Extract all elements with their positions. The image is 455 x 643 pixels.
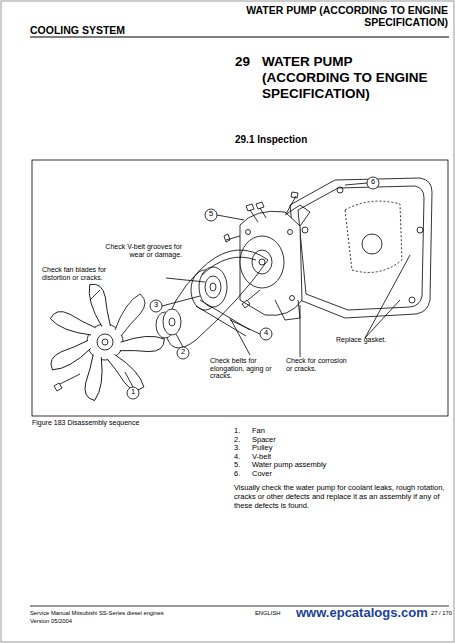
section-number: 29 (235, 54, 259, 70)
list-number: 6. (234, 470, 248, 479)
section-heading: WATER PUMP (ACCORDING TO ENGINE SPECIFIC… (262, 54, 442, 103)
list-item: Water pump assembly (252, 461, 392, 470)
list-number: 4. (234, 453, 248, 462)
footer-text: Version 05/2004 (30, 618, 150, 625)
callout-number: 3 (150, 301, 162, 310)
list-number: 2. (234, 436, 248, 445)
list-item: Fan (252, 427, 392, 436)
callout-number: 1 (127, 388, 139, 397)
list-number: 5. (234, 461, 248, 470)
watermark: www.epcatalogs.com (296, 606, 430, 621)
inspection-note: Check for corrosion or cracks. (286, 357, 352, 372)
callout-number: 2 (177, 348, 189, 357)
list-item: Pulley (252, 444, 392, 453)
callout-number: 4 (260, 329, 272, 338)
subsection-heading: 29.1 Inspection (235, 134, 385, 146)
page-number: 27 / 170 (418, 610, 452, 617)
header-text: COOLING SYSTEM (30, 24, 180, 36)
list-number: 1. (234, 427, 248, 436)
body-paragraph: Visually check the water pump for coolan… (234, 483, 446, 510)
list-item: V-belt (252, 453, 392, 462)
inspection-note: Check fan blades for distortion or crack… (42, 266, 116, 281)
figure-caption: Figure 183 Disassembly sequence (32, 419, 232, 427)
list-number: 3. (234, 444, 248, 453)
list-item: Spacer (252, 436, 392, 445)
list-item: Cover (252, 470, 392, 479)
footer-text: ENGLISH (255, 610, 295, 617)
inspection-note: Check V-belt grooves for wear or damage. (100, 243, 182, 258)
callout-number: 6 (367, 178, 379, 187)
inspection-note: Replace gasket. (336, 336, 396, 344)
callout-number: 5 (205, 210, 217, 219)
header-text: WATER PUMP (ACCORDING TO ENGINE SPECIFIC… (226, 4, 448, 28)
inspection-note: Check belts for elongation, aging or cra… (210, 357, 288, 380)
footer-text: Service Manual Mitsubishi SS-Series dies… (30, 610, 230, 617)
